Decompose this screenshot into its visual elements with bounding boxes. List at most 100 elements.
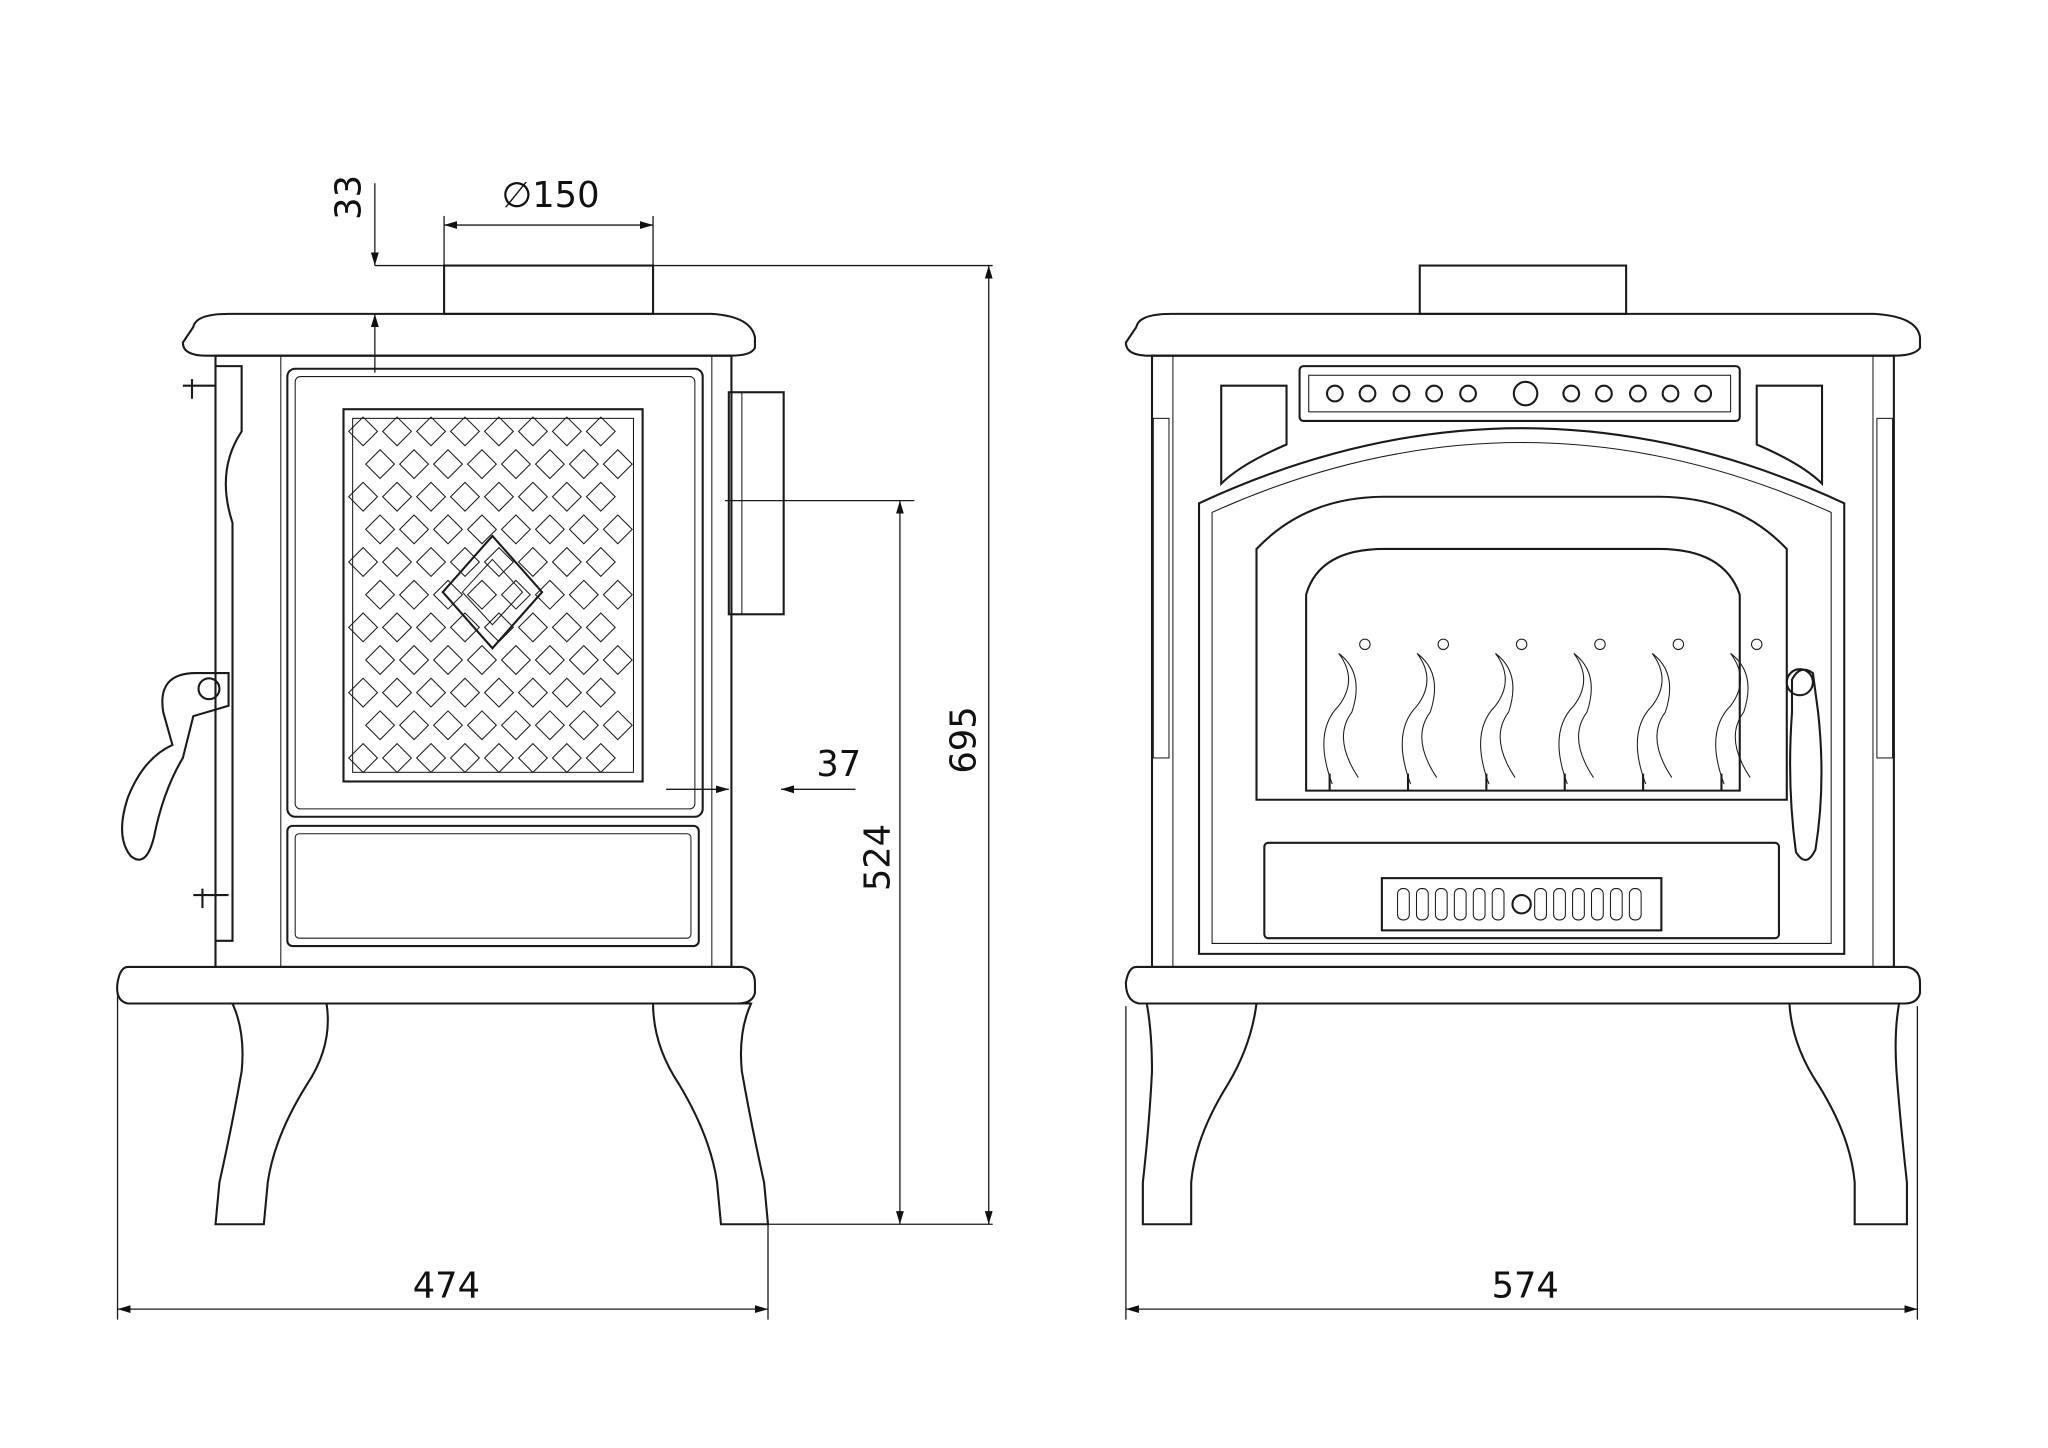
lattice-cell [534, 644, 565, 676]
front-leg [214, 1002, 329, 1226]
lattice-cell [500, 448, 532, 480]
lattice-center-diamond [461, 558, 524, 626]
side-door-edge [215, 365, 243, 942]
lattice-cell [602, 579, 633, 610]
air-knob-top [182, 379, 216, 399]
door-handle-front [1789, 668, 1823, 861]
lattice-cell [432, 514, 464, 545]
lattice-cell [517, 612, 549, 643]
corner-panel-left [1220, 384, 1288, 487]
lattice-cell [415, 612, 447, 643]
air-knob-bottom [193, 888, 229, 909]
lattice-cell [449, 742, 481, 774]
knob [1459, 384, 1477, 403]
lattice-cell [534, 514, 565, 545]
lattice-cell [381, 612, 413, 643]
control-bar [1298, 365, 1741, 423]
base-plate-front [1124, 965, 1922, 1005]
lattice-cell [602, 710, 633, 741]
corner-panel-right [1755, 384, 1824, 487]
knob [1392, 384, 1411, 403]
inner-glass [1305, 547, 1741, 792]
flame [1480, 653, 1516, 785]
lattice-cell [381, 416, 413, 447]
leg-left-front [1141, 1002, 1258, 1226]
grille-slot [1434, 888, 1448, 921]
lattice-cell [500, 579, 532, 610]
flame-dot [1437, 638, 1450, 651]
flue-offset-label: 33 [328, 175, 369, 220]
lattice-cell [364, 579, 396, 610]
lower-panel [286, 824, 700, 948]
lattice-cell [466, 448, 498, 480]
knob [1425, 384, 1444, 403]
lattice-cell [449, 612, 481, 643]
lattice-cell [551, 481, 582, 512]
flue-collar [443, 264, 655, 315]
lattice-cell [449, 546, 481, 578]
lattice-cell [483, 481, 515, 512]
lattice-cell [432, 448, 464, 480]
leg-right-front [1788, 1002, 1908, 1226]
grille-slot [1553, 888, 1566, 921]
lattice-cell [449, 481, 481, 512]
lattice-cell [551, 677, 582, 708]
lattice-cell [347, 612, 379, 643]
flame-dot [1750, 638, 1763, 651]
lattice-cell [347, 481, 379, 512]
lattice-cell [517, 677, 549, 708]
arched-door [1197, 427, 1846, 955]
side-grille-right [1876, 417, 1894, 759]
flame [1558, 653, 1594, 785]
lattice-cell [381, 742, 413, 774]
ash-grille-slots [1397, 888, 1642, 921]
lattice-cell [347, 546, 379, 578]
lattice-cell [483, 742, 515, 774]
lattice-cell [517, 546, 549, 578]
lattice-cell [551, 546, 582, 578]
lattice-cell [381, 677, 413, 708]
lattice-cell [415, 416, 447, 447]
grille-slot [1534, 888, 1547, 921]
lattice-cell [381, 546, 413, 578]
lattice-cell [466, 579, 498, 610]
flame-dot [1359, 638, 1371, 651]
lattice-cell [364, 644, 396, 676]
lattice-panel [342, 408, 644, 783]
lattice-cell [398, 514, 430, 545]
lattice-cell [500, 710, 532, 741]
side-panel [286, 367, 704, 818]
lattice-cell [347, 416, 379, 447]
knob [1562, 384, 1581, 403]
lattice-cell [432, 710, 464, 741]
lattice-cell [585, 481, 616, 512]
flame [1401, 653, 1438, 785]
lattice-cell [415, 481, 447, 512]
flame [1323, 653, 1359, 785]
knob [1358, 384, 1377, 403]
lattice-cell [534, 448, 565, 480]
lattice-cell [517, 742, 549, 774]
flame-decoration [1323, 638, 1763, 791]
grille-slot [1609, 888, 1623, 921]
grille-slot [1590, 888, 1604, 921]
flue-collar-front [1418, 264, 1628, 315]
lattice-cell [483, 546, 515, 578]
grille-slot [1415, 888, 1429, 921]
grille-slot [1453, 888, 1467, 921]
knob [1512, 380, 1539, 407]
lattice-cell [568, 448, 599, 480]
lattice-cell [551, 416, 582, 447]
lattice-cell [585, 546, 616, 578]
lattice-cell [585, 612, 616, 643]
lattice-cell [602, 448, 633, 480]
lattice-cell [568, 579, 599, 610]
lattice-cell [517, 481, 549, 512]
lattice-cell [483, 677, 515, 708]
grille-slot [1491, 888, 1505, 921]
air-control-knobs [1325, 380, 1713, 407]
knob [1325, 384, 1344, 403]
lattice-cell [483, 416, 515, 447]
lattice-cell [398, 579, 430, 610]
